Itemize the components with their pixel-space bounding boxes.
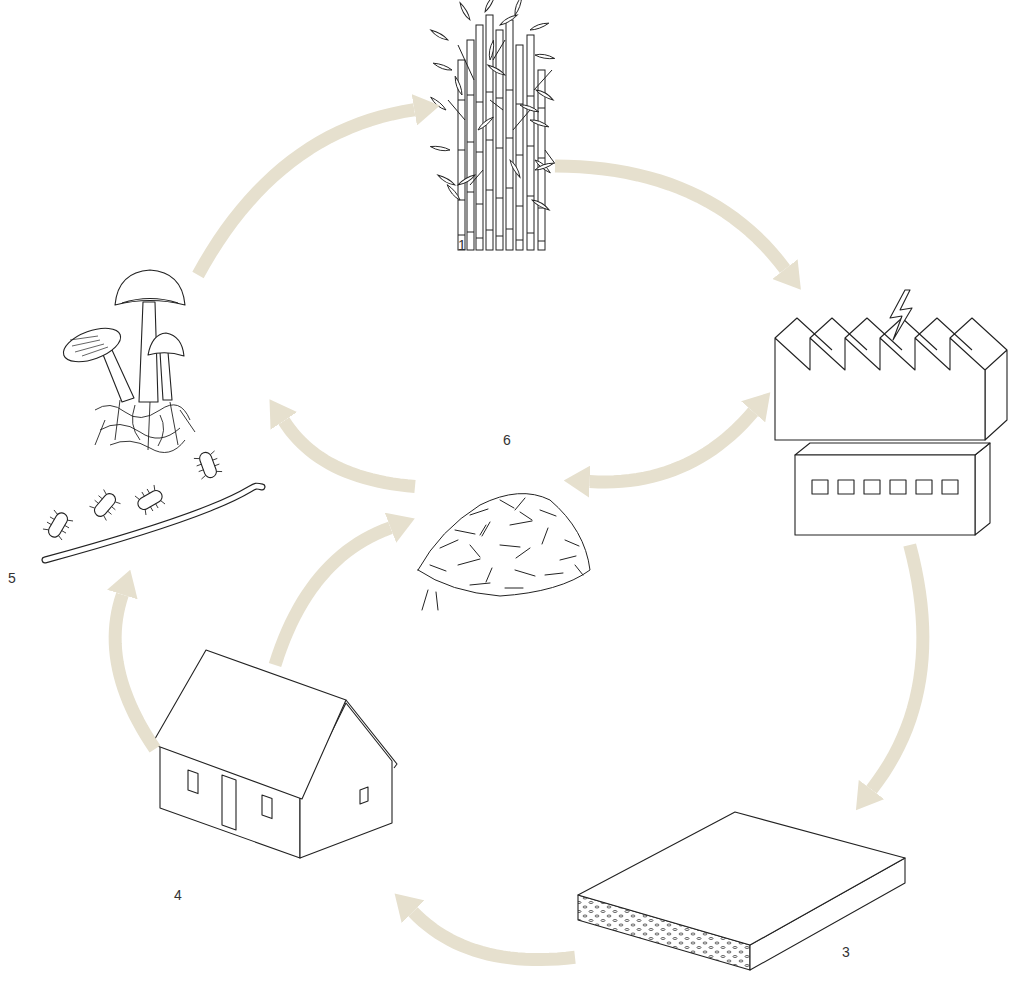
factory-drawing bbox=[775, 290, 1007, 535]
flow-arrow bbox=[555, 166, 785, 269]
board-drawing bbox=[578, 812, 905, 970]
decomposer-drawing bbox=[42, 270, 262, 560]
board-illustration: 3 bbox=[575, 810, 905, 965]
wood-chip-pile: 6 bbox=[415, 480, 590, 610]
decomposer-illustration: 5 bbox=[30, 275, 270, 570]
callout-number: 3 bbox=[842, 944, 850, 960]
flow-arrow bbox=[590, 412, 753, 482]
callout-number: 1 bbox=[458, 237, 466, 253]
flow-arrow bbox=[198, 110, 414, 275]
flow-arrow bbox=[115, 595, 155, 749]
callout-number: 6 bbox=[503, 432, 511, 448]
flow-arrow bbox=[413, 912, 575, 960]
flow-arrow bbox=[275, 528, 391, 665]
factory-illustration bbox=[770, 290, 1024, 545]
house-illustration: 4 bbox=[155, 665, 395, 905]
flow-arrow bbox=[872, 545, 923, 790]
bamboo-illustration: 1 bbox=[440, 10, 555, 250]
house-drawing bbox=[152, 650, 397, 858]
bamboo-drawing bbox=[429, 0, 556, 250]
callout-number: 5 bbox=[8, 570, 16, 586]
flow-arrow bbox=[284, 421, 415, 487]
chips-drawing bbox=[418, 494, 590, 610]
callout-number: 4 bbox=[174, 887, 182, 903]
